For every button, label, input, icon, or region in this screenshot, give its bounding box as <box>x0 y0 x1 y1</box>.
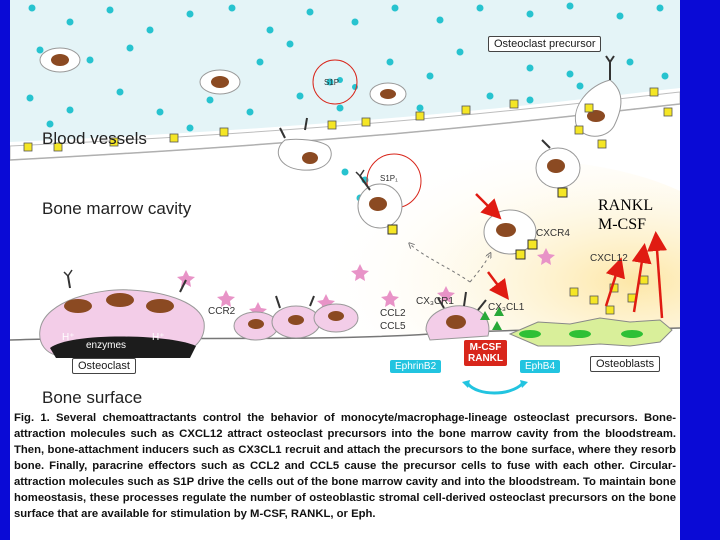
precursor-cxcr4 <box>483 209 538 260</box>
cx3cl1-triangles <box>480 307 504 330</box>
mcsf-rankl-box: M-CSF RANKL <box>464 340 507 366</box>
rankl-label: RANKL <box>468 353 503 364</box>
cx3cr1-label: CX₃CR1 <box>416 296 454 307</box>
osteoclast-cell <box>39 269 205 358</box>
red-arrow-cx3cl1 <box>487 271 509 300</box>
annotation-line-1: RANKL <box>598 197 654 214</box>
bone-surface-label: Bone surface <box>42 388 143 407</box>
cxcl12-label: CXCL12 <box>590 253 628 264</box>
precursor-exiting <box>574 55 622 137</box>
cx3cl1-label: CX₃CL1 <box>488 302 525 313</box>
red-arrow-osteoblast-1 <box>604 257 625 307</box>
fusing-precursors <box>233 295 359 341</box>
ccr2-label: CCR2 <box>208 306 236 317</box>
red-arrow-osteoblast-2 <box>631 243 652 313</box>
annotation-line-2: M-CSF <box>598 216 647 233</box>
rankl-mcsf-annotation: RANKL M-CSF <box>598 196 653 234</box>
osteoclast-precursor-label: Osteoclast precursor <box>488 36 602 52</box>
s1p-label: S1P <box>324 78 340 87</box>
figure-panel: Osteoclast precursor S1P Blood vessels S… <box>10 0 680 540</box>
enzymes-label: enzymes <box>86 340 127 351</box>
osteoblasts-label: Osteoblasts <box>590 356 661 372</box>
bone-marrow-cavity-label: Bone marrow cavity <box>42 199 192 218</box>
receptor-squares <box>23 87 673 315</box>
blood-monocytes <box>39 47 407 106</box>
mcsf-label: M-CSF <box>469 342 502 353</box>
figure-caption: Fig. 1. Several chemoattractants control… <box>14 412 676 520</box>
ephb4-label: EphB4 <box>520 360 561 373</box>
precursor-transmigrating <box>277 117 332 171</box>
osteoclast-diagram <box>10 0 680 410</box>
s1p-dots <box>26 2 669 202</box>
precursor-top-right <box>535 139 581 198</box>
ephrinb2-label: EphrinB2 <box>390 360 442 373</box>
osteoblast-cells <box>508 317 673 347</box>
precursor-s1p1 <box>355 169 403 235</box>
hplus-left-label: H⁺ <box>62 332 75 343</box>
cxcr4-label: CXCR4 <box>536 228 570 239</box>
red-arrow-cxcr4 <box>475 193 502 220</box>
hplus-right-label: H⁺ <box>152 332 165 343</box>
blood-vessels-label: Blood vessels <box>42 129 147 148</box>
s1p1-label: S1P₁ <box>380 174 398 183</box>
precursor-attached <box>425 291 490 341</box>
osteoclast-label: Osteoclast <box>72 358 136 374</box>
red-arrow-osteoblast-3 <box>647 231 668 319</box>
chemokine-stars <box>177 248 555 319</box>
ccl5-label: CCL5 <box>380 321 406 332</box>
ccl2-label: CCL2 <box>380 308 406 319</box>
